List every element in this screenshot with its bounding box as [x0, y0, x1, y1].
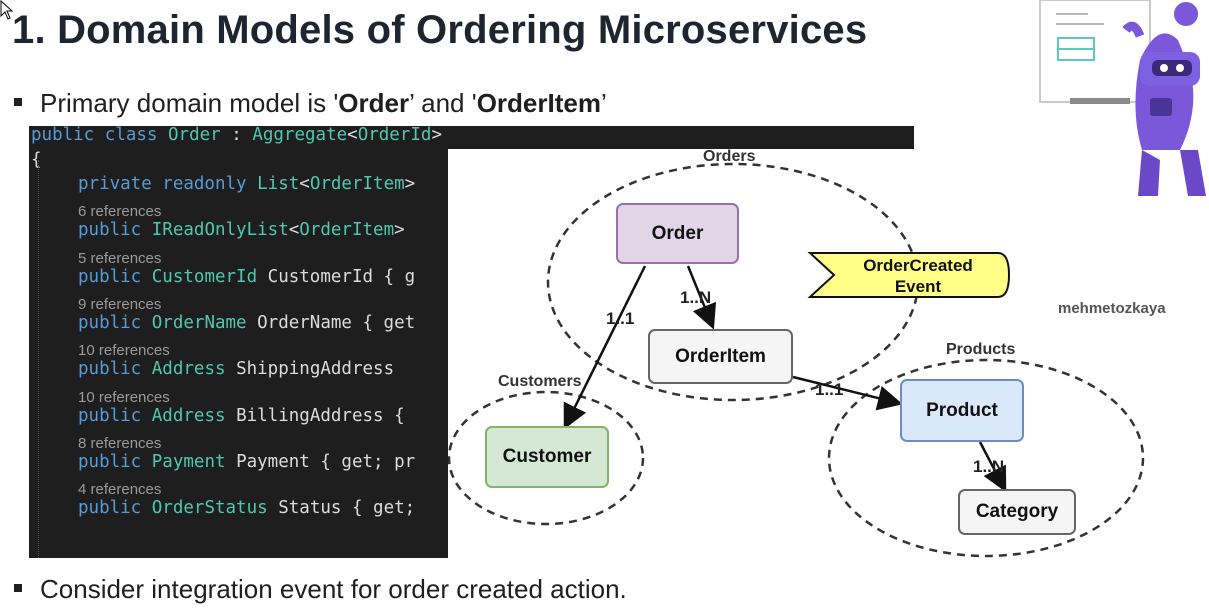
indent-guide [38, 160, 39, 558]
category-node[interactable]: Category [958, 489, 1076, 535]
customer-node[interactable]: Customer [485, 426, 609, 488]
mult-orderitem-product: 1..1 [815, 380, 844, 399]
product-node[interactable]: Product [900, 379, 1024, 442]
code-reference-count[interactable]: 8 references [78, 434, 162, 452]
domain-diagram: Orders Customers Products Order OrderIte… [448, 148, 1209, 569]
bullet-primary-domain-model: Primary domain model is 'Order’ and 'Ord… [14, 88, 607, 119]
bullet-marker [14, 584, 22, 593]
mult-product-category: 1..N [973, 457, 1005, 476]
orders-boundary-label: Orders [703, 148, 756, 165]
edge-order-customer [563, 265, 647, 430]
products-boundary-label: Products [946, 341, 1016, 358]
customers-boundary [448, 390, 645, 526]
orderitem-node[interactable]: OrderItem [648, 329, 793, 384]
order-node[interactable]: Order [616, 203, 739, 264]
code-member-line: public Address ShippingAddress [78, 359, 405, 380]
diagram-shapes [448, 162, 1145, 558]
cursor-icon [0, 0, 14, 20]
code-open-brace: { [31, 150, 42, 170]
code-header-strip-right [448, 126, 914, 149]
code-reference-count[interactable]: 4 references [78, 481, 162, 499]
bullet1-suffix: ’ [600, 88, 607, 118]
slide-title: 1. Domain Models of Ordering Microservic… [12, 8, 868, 52]
customers-boundary-label: Customers [498, 373, 582, 390]
edge-order-orderitem [686, 265, 717, 330]
edge-product-category [978, 441, 1007, 493]
code-reference-count[interactable]: 10 references [78, 342, 170, 360]
order-created-event[interactable]: OrderCreated Event [828, 255, 1008, 297]
code-reference-count[interactable]: 10 references [78, 388, 170, 406]
code-member-line: public OrderName OrderName { get [78, 312, 416, 333]
mult-order-orderitem: 1..N [680, 288, 712, 307]
code-member-line: private readonly List<OrderItem> [78, 174, 416, 194]
code-member-line: public IReadOnlyList<OrderItem> [78, 220, 405, 241]
code-member-line: public Payment Payment { get; pr [78, 451, 416, 472]
code-member-line: public Address BillingAddress { [78, 405, 405, 426]
bullet2-text: Consider integration event for order cre… [40, 574, 627, 604]
products-boundary [827, 358, 1145, 558]
mult-order-customer: 1..1 [606, 309, 635, 328]
bullet1-model-order: Order [338, 88, 410, 118]
bullet-marker [14, 98, 22, 107]
code-class-declaration: public class Order : Aggregate<OrderId> [31, 126, 443, 145]
code-editor: public class Order : Aggregate<OrderId> … [29, 126, 448, 558]
code-reference-count[interactable]: 6 references [78, 203, 162, 221]
bullet1-middle: ’ and ' [409, 88, 477, 118]
code-member-line: public OrderStatus Status { get; [78, 498, 416, 519]
event-line2: Event [894, 277, 942, 296]
author-watermark: mehmetozkaya [1058, 300, 1166, 317]
dotnet-bot-mascot-icon [1039, 0, 1206, 196]
bullet1-model-orderitem: OrderItem [476, 88, 601, 118]
event-line1: OrderCreated [863, 256, 973, 275]
code-member-line: public CustomerId CustomerId { g [78, 266, 416, 287]
code-reference-count[interactable]: 5 references [78, 249, 162, 267]
order-created-event-shape [807, 252, 1011, 298]
bullet1-prefix: Primary domain model is ' [40, 88, 339, 118]
edge-orderitem-product [792, 375, 903, 411]
bullet-integration-event: Consider integration event for order cre… [14, 574, 627, 605]
code-reference-count[interactable]: 9 references [78, 295, 162, 313]
